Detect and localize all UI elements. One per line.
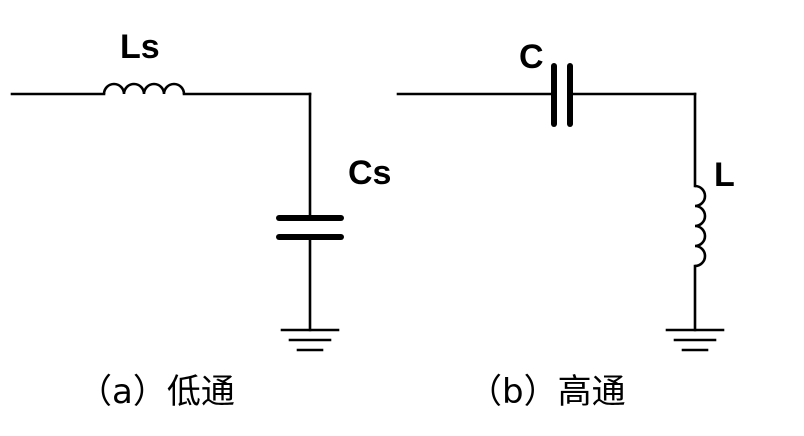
- low-pass-circuit: Ls Cs （a）低通: [10, 28, 391, 412]
- capacitor-label-Cs: Cs: [348, 154, 391, 192]
- inductor-label-Ls: Ls: [120, 28, 160, 66]
- inductor-label-L: L: [714, 156, 735, 194]
- series-inductor-Ls: [102, 82, 186, 95]
- caption-b: （b）高通: [468, 372, 626, 412]
- capacitor-label-C: C: [519, 38, 544, 76]
- high-pass-circuit: C L （b）高通: [396, 38, 735, 412]
- ground-symbol-a: [280, 328, 340, 352]
- shunt-inductor-L: [694, 184, 707, 268]
- ground-symbol-b: [665, 328, 725, 352]
- caption-a: （a）低通: [78, 372, 235, 412]
